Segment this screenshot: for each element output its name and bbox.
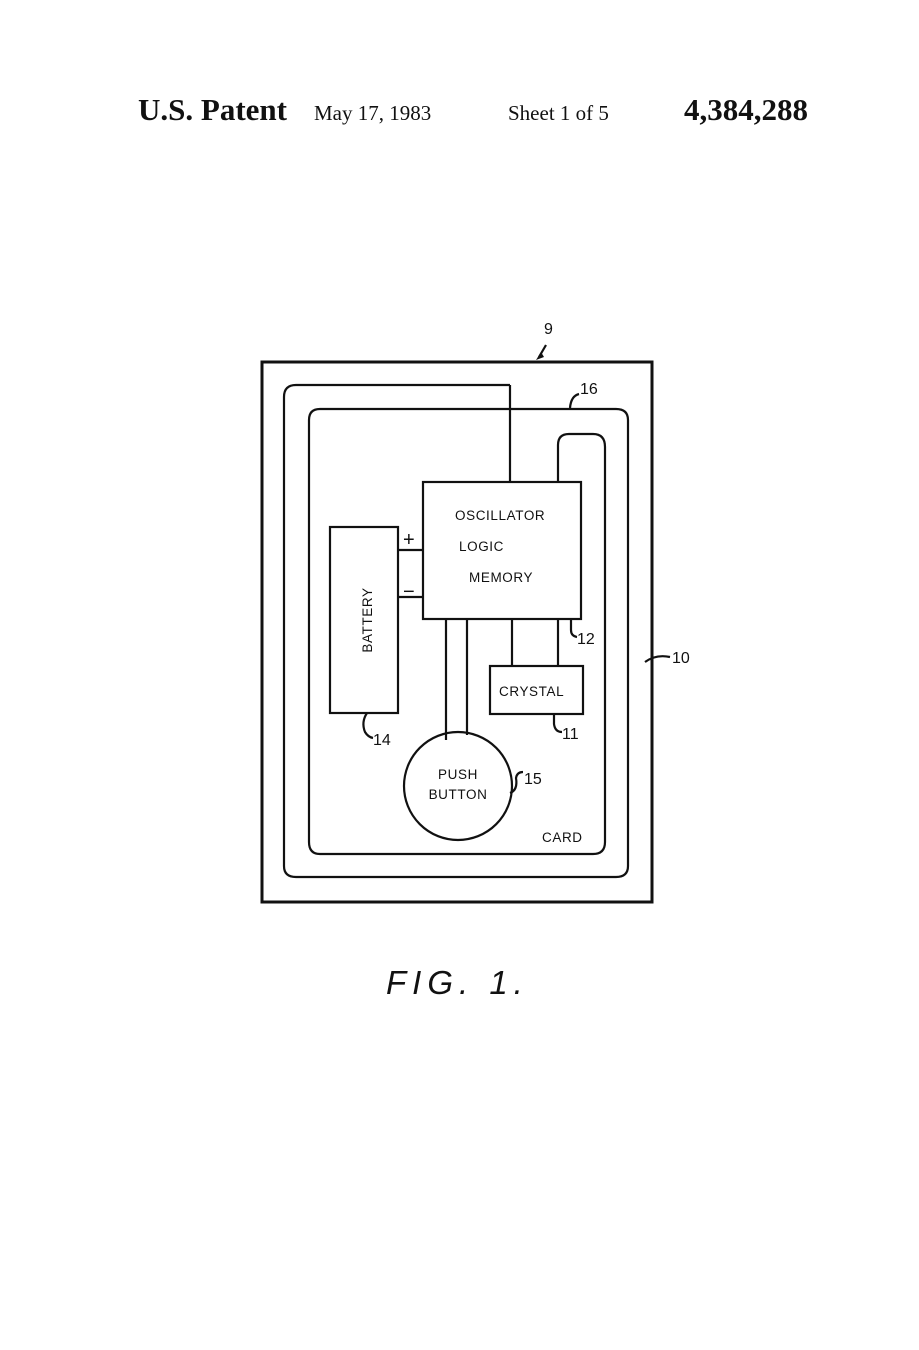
ref-16: 16 [580, 381, 598, 398]
push-button-circle [402, 730, 514, 842]
ref-14: 14 [373, 732, 391, 749]
crystal-label: CRYSTAL [499, 684, 564, 699]
ref-15: 15 [524, 771, 542, 788]
sheet-number: Sheet 1 of 5 [508, 101, 609, 125]
patent-date: May 17, 1983 [314, 101, 432, 125]
crystal-block [488, 664, 585, 716]
push-label: PUSH [438, 767, 478, 782]
oscillator-label: OSCILLATOR [455, 508, 545, 523]
figure-caption: FIG. 1. [386, 964, 529, 1001]
memory-label: MEMORY [469, 570, 533, 585]
battery-block [328, 525, 400, 715]
card-outer-frame [260, 360, 654, 904]
patent-number: 4,384,288 [684, 92, 808, 127]
ref-14-leader [362, 712, 374, 740]
card-label: CARD [542, 830, 583, 845]
ref-12: 12 [577, 631, 595, 648]
logic-label: LOGIC [459, 539, 504, 554]
button-label: BUTTON [429, 787, 488, 802]
ref-10: 10 [672, 650, 690, 667]
minus-sign: − [403, 581, 415, 603]
ref-16-leader [568, 392, 580, 409]
ref-15-leader [509, 770, 524, 795]
ref-11-leader [552, 714, 563, 734]
ref-9: 9 [544, 321, 553, 338]
plus-sign: + [403, 529, 415, 551]
ref-12-leader [569, 620, 578, 639]
battery-label: BATTERY [360, 587, 375, 652]
ref-9-arrowhead [536, 352, 544, 360]
antenna-coil [282, 383, 630, 879]
ref-10-leader [644, 655, 671, 663]
ref-11: 11 [562, 726, 579, 743]
patent-header-title: U.S. Patent [138, 92, 287, 127]
